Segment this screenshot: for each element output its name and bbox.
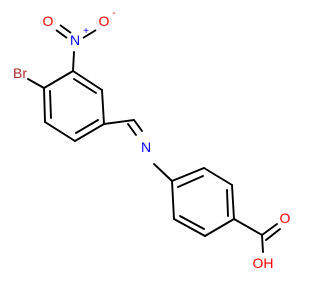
molecule-canvas: Br N + O O - N O OH (13, 8, 291, 271)
bond (101, 89, 105, 125)
bond-n-c (153, 163, 173, 182)
bond (43, 70, 74, 89)
bond (74, 123, 105, 142)
bromine-label: Br (13, 65, 27, 81)
bond (177, 175, 204, 188)
bond-c-n-imine-double (127, 123, 137, 136)
bond (203, 167, 233, 186)
bond-n-o-double-2 (59, 24, 72, 34)
bond (204, 218, 235, 237)
bond-lines (27, 51, 281, 253)
nitro-plus-charge: + (83, 26, 89, 37)
bond-c-br (27, 78, 45, 89)
bond-c-carboxyl (233, 218, 263, 236)
bond-c-o-double (261, 223, 278, 236)
bond-c-o-double-2 (265, 228, 281, 241)
nitro-oxygen-single-label: O (99, 13, 110, 29)
bond-c-n (72, 51, 75, 72)
nitro-bonds (55, 24, 97, 39)
bond (72, 70, 103, 91)
bond-c-n-imine (133, 119, 143, 132)
bond (43, 87, 46, 123)
nitro-minus-charge: - (112, 8, 115, 19)
bond (171, 180, 175, 220)
hydroxyl-label: OH (253, 255, 274, 271)
bond (226, 189, 229, 217)
imine-nitrogen-label: N (141, 139, 151, 155)
structure-drawing: Br N + O O - N O OH (13, 8, 291, 271)
bond-n-o-double (55, 29, 68, 39)
nitro-nitrogen-label: N (70, 32, 80, 48)
bond (171, 167, 205, 182)
bond (103, 119, 135, 125)
bond-n-o-single (82, 29, 97, 39)
bond (173, 218, 206, 237)
bond-c-oh (261, 234, 264, 253)
bond (179, 215, 205, 230)
bond (49, 90, 52, 119)
bond (73, 78, 97, 94)
bond (44, 121, 76, 142)
bond (231, 184, 235, 220)
nitro-oxygen-double-label: O (43, 13, 54, 29)
bond (75, 119, 99, 134)
carbonyl-oxygen-label: O (280, 210, 291, 226)
